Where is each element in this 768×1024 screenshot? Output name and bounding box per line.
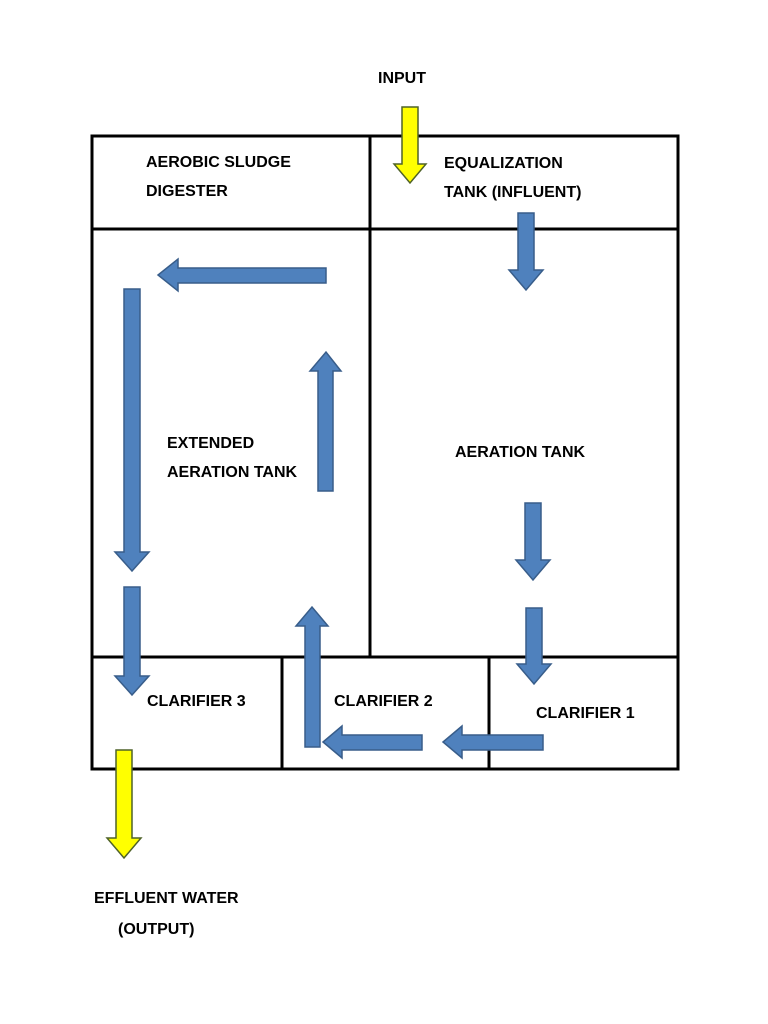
effluent-water-label: EFFLUENT WATER bbox=[94, 890, 239, 907]
aerobic-sludge-digester-label-line1: AEROBIC SLUDGE bbox=[146, 154, 291, 171]
flow-arrow-aeration-to-clarifier1 bbox=[515, 607, 553, 686]
input-label: INPUT bbox=[378, 70, 426, 87]
clarifier-2-label: CLARIFIER 2 bbox=[334, 693, 433, 710]
extended-aeration-tank-label-line1: EXTENDED bbox=[167, 435, 255, 452]
clarifier-3-label: CLARIFIER 3 bbox=[147, 693, 246, 710]
aeration-tank-label: AERATION TANK bbox=[455, 444, 586, 461]
flow-arrow-clarifier1-to-clarifier2 bbox=[441, 724, 544, 760]
flow-arrow-equalization-to-aeration bbox=[507, 212, 545, 292]
equalization-tank-label-line1: EQUALIZATION bbox=[444, 155, 563, 172]
tank-outlines bbox=[90, 134, 680, 771]
flow-arrow-clarifier2-to-extended-aeration bbox=[294, 605, 330, 748]
flow-arrow-extended-aeration-down bbox=[113, 288, 151, 573]
equalization-tank-label-line2: TANK (INFLUENT) bbox=[444, 184, 582, 201]
outer-frame bbox=[90, 134, 680, 771]
flow-arrow-extended-aeration-up bbox=[308, 350, 343, 492]
flow-arrow-aeration-down bbox=[514, 502, 552, 582]
clarifier-1-label: CLARIFIER 1 bbox=[536, 705, 635, 722]
output-arrow bbox=[105, 749, 143, 860]
output-label: (OUTPUT) bbox=[118, 921, 195, 938]
aerobic-sludge-digester-label-line2: DIGESTER bbox=[146, 183, 228, 200]
flow-arrow-extended-aeration-to-clarifier3 bbox=[113, 586, 151, 697]
flow-arrow-extended-aeration-left bbox=[156, 257, 327, 293]
extended-aeration-tank-label-line2: AERATION TANK bbox=[167, 464, 298, 481]
input-arrow bbox=[392, 106, 428, 185]
flow-arrow-clarifier2-left bbox=[321, 724, 423, 760]
